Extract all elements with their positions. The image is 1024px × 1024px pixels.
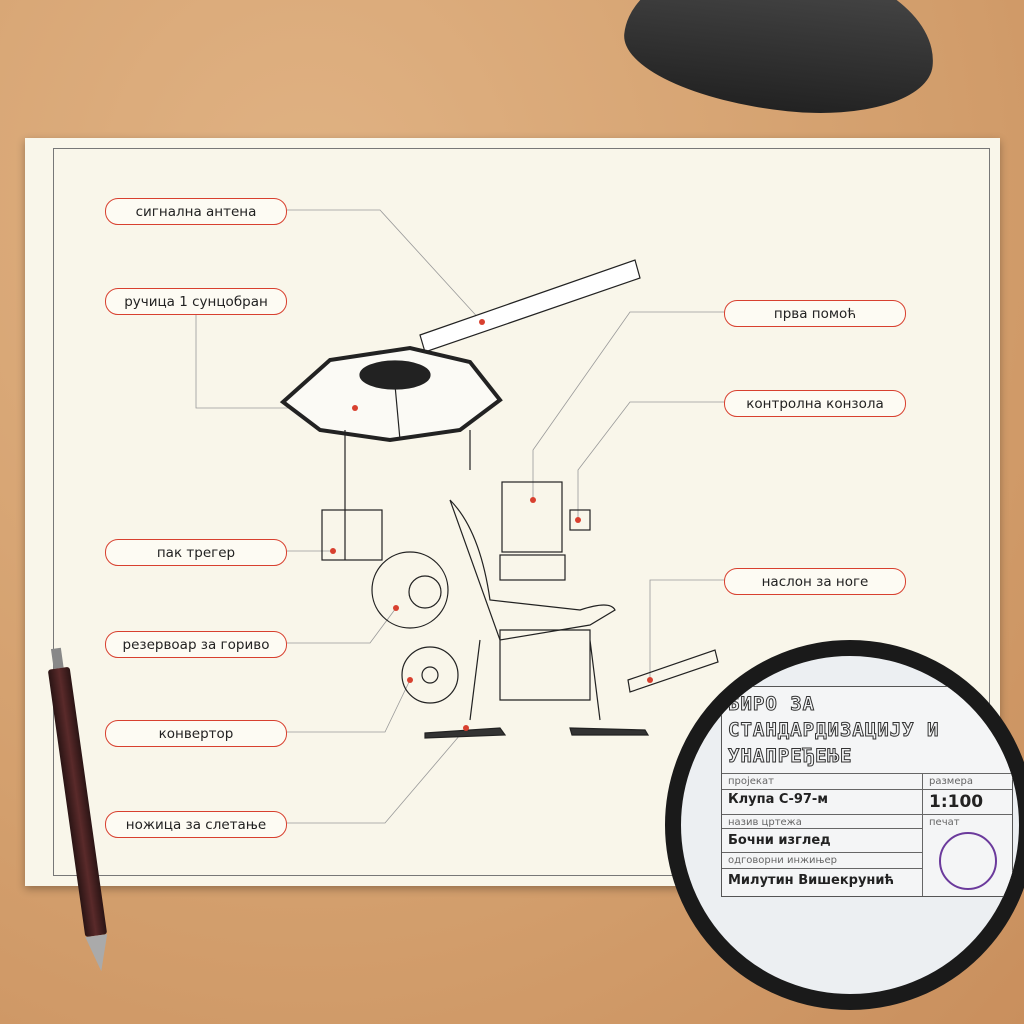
label-signal-antenna: сигнална антена xyxy=(105,198,287,225)
magnifying-glass: БИРО ЗА СТАНДАРДИЗАЦИЈУ И УНАПРЕЂЕЊЕ про… xyxy=(665,640,1024,1010)
engineer-value: Милутин Вишекрунић xyxy=(722,868,922,892)
label-first-aid: прва помоћ xyxy=(724,300,906,327)
title-block-heading: БИРО ЗА СТАНДАРДИЗАЦИЈУ И УНАПРЕЂЕЊЕ xyxy=(728,693,940,768)
label-footrest: наслон за ноге xyxy=(724,568,906,595)
label-fuel-tank: резервоар за гориво xyxy=(105,631,287,658)
label-control-console: контролна конзола xyxy=(724,390,906,417)
label-converter: конвертор xyxy=(105,720,287,747)
drawing-value: Бочни изглед xyxy=(722,828,922,852)
ozna-stamp xyxy=(938,832,997,890)
title-block: БИРО ЗА СТАНДАРДИЗАЦИЈУ И УНАПРЕЂЕЊЕ про… xyxy=(721,686,1013,897)
scale-label: размера xyxy=(929,776,973,787)
machine xyxy=(279,259,719,739)
label-landing-leg: ножица за слетање xyxy=(105,811,287,838)
project-label: пројекат xyxy=(728,776,774,787)
label-umbrella-handle: ручица 1 сунцобран xyxy=(105,288,287,315)
drawing-label: назив цртежа xyxy=(728,817,802,828)
marker-dots xyxy=(330,319,653,731)
scale-value: 1:100 xyxy=(929,792,984,812)
project-value: Клупа С-97-м xyxy=(728,792,828,807)
engineer-label: одговорни инжињер xyxy=(722,852,922,868)
stamp-label: печат xyxy=(929,817,960,828)
label-luggage-rack: пак трегер xyxy=(105,539,287,566)
